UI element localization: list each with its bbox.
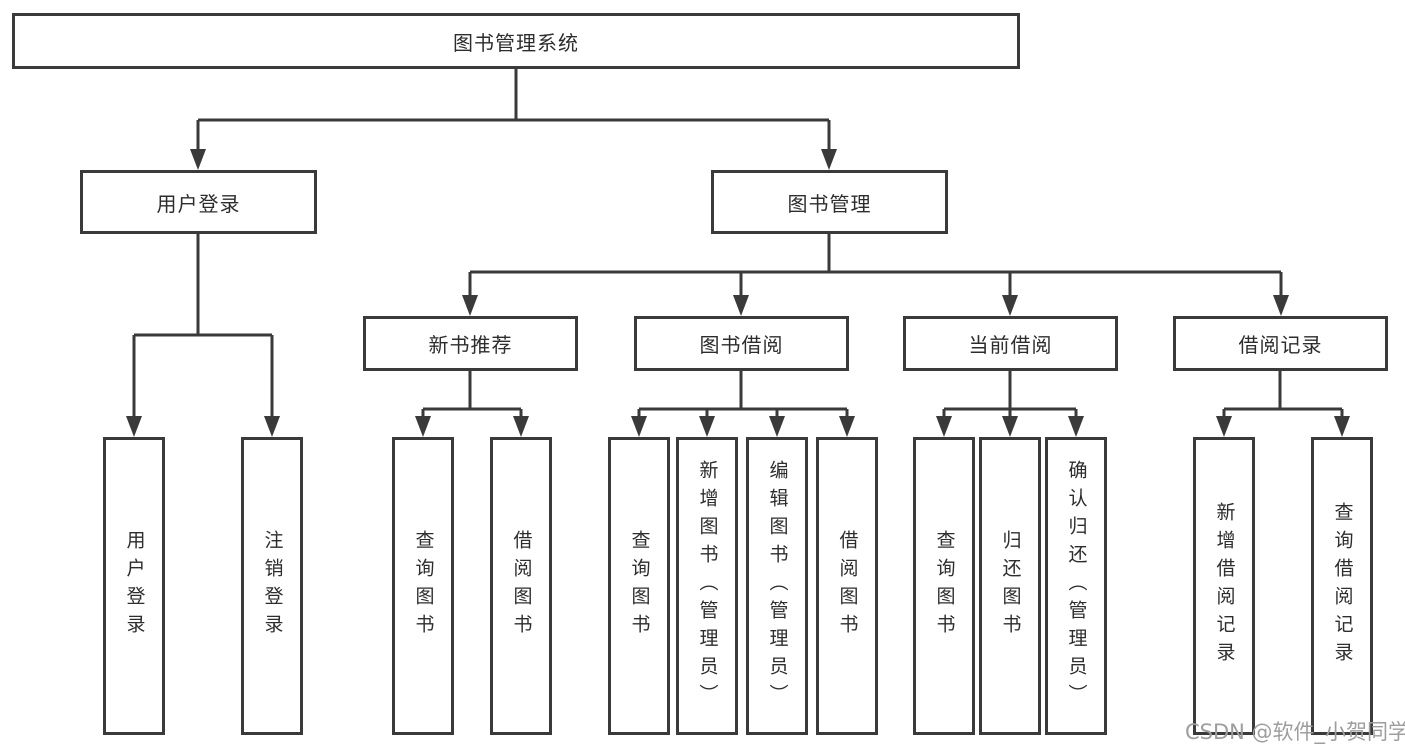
node-query-books-3: 查询图书	[913, 437, 975, 735]
node-confirm-return-admin: 确认归还（管理员）	[1045, 437, 1107, 735]
node-user-login: 用户登录	[80, 170, 317, 234]
node-new-book-recommendation: 新书推荐	[363, 316, 578, 371]
node-edit-books-admin: 编辑图书（管理员）	[746, 437, 808, 735]
node-return-books: 归还图书	[979, 437, 1041, 735]
node-query-books-1: 查询图书	[392, 437, 454, 735]
node-query-books-2: 查询图书	[608, 437, 670, 735]
node-query-borrow-record: 查询借阅记录	[1311, 437, 1373, 735]
node-add-books-admin: 新增图书（管理员）	[676, 437, 738, 735]
node-borrow-books-1: 借阅图书	[490, 437, 552, 735]
node-book-borrowing: 图书借阅	[634, 316, 849, 371]
tree-edges	[132, 68, 1344, 417]
node-book-management: 图书管理	[711, 170, 948, 234]
node-add-borrow-record: 新增借阅记录	[1193, 437, 1255, 735]
node-library-system: 图书管理系统	[12, 13, 1020, 69]
node-current-borrowing: 当前借阅	[903, 316, 1118, 371]
node-logout: 注销登录	[241, 437, 303, 735]
arrowheads	[126, 149, 1350, 437]
node-borrow-books-2: 借阅图书	[816, 437, 878, 735]
csdn-watermark: CSDN @软件_小贺同学	[1185, 720, 1405, 744]
node-borrowing-records: 借阅记录	[1173, 316, 1388, 371]
node-user-login-leaf: 用户登录	[103, 437, 165, 735]
